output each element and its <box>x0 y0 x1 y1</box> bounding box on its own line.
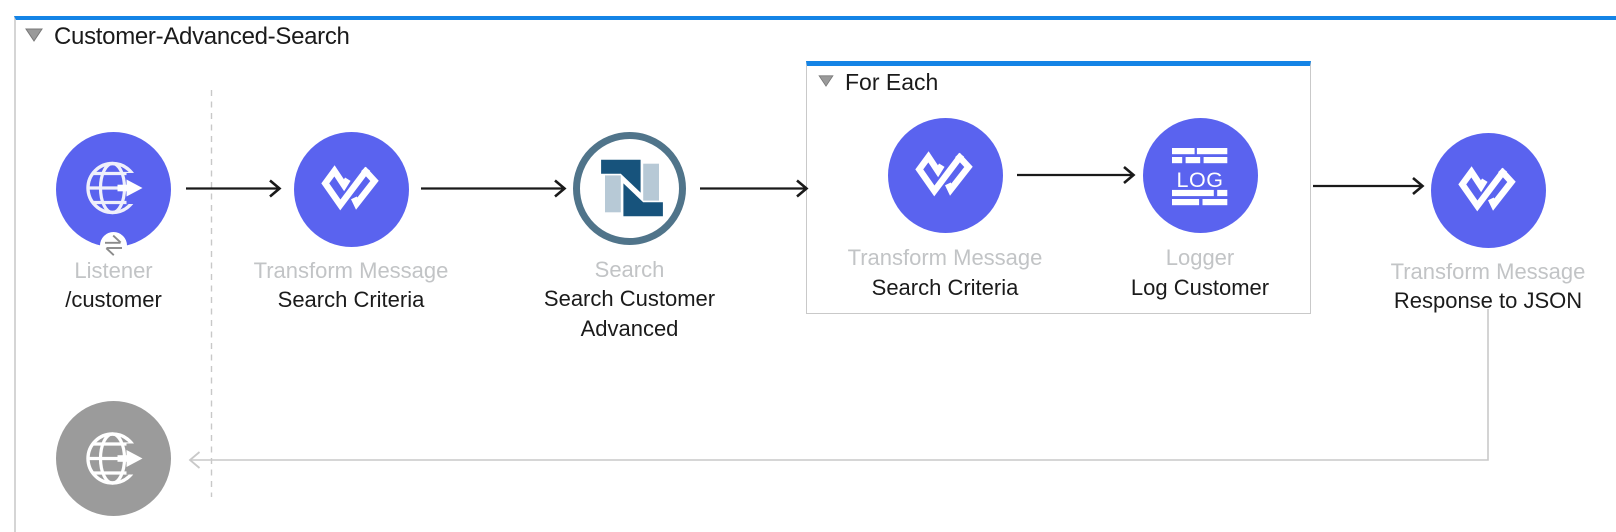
logger-log-text: LOG <box>1177 168 1224 192</box>
for-each-collapse-triangle-icon[interactable] <box>818 75 834 87</box>
exchange-arrows-icon <box>104 234 122 256</box>
node-name-label: Search Customer Advanced <box>543 286 716 341</box>
node-type-label: Transform Message <box>253 257 449 283</box>
netsuite-search-circle[interactable] <box>573 131 686 245</box>
transform-message-circle[interactable] <box>1430 132 1546 248</box>
flow-container[interactable] <box>14 16 1616 532</box>
listener-exchange-badge <box>99 231 127 259</box>
node-type-label: Logger <box>1165 245 1235 270</box>
collapse-triangle-icon[interactable] <box>25 28 43 42</box>
node-type-label: Search <box>594 256 665 282</box>
transform-message-circle[interactable] <box>887 117 1003 233</box>
node-labels: Search Search Customer Advanced <box>490 255 770 344</box>
logger-circle[interactable]: LOG <box>1142 117 1258 233</box>
flow-title: Customer-Advanced-Search <box>54 23 350 50</box>
node-labels: Transform Message Response to JSON <box>1348 257 1616 316</box>
logger-log-icon: LOG <box>1172 147 1228 205</box>
node-name-label: Search Criteria <box>871 274 1019 300</box>
netsuite-icon <box>600 159 663 217</box>
dataweave-icon <box>1457 165 1516 211</box>
http-listener-circle[interactable] <box>56 131 171 259</box>
node-type-label: Transform Message <box>1390 258 1586 284</box>
node-labels: Listener /customer <box>0 256 254 315</box>
node-name-label: Response to JSON <box>1393 288 1583 313</box>
http-listener-globe-icon <box>86 161 147 214</box>
node-type-label: Listener <box>74 257 153 283</box>
dataweave-icon <box>320 164 379 210</box>
node-labels: Transform Message Search Criteria <box>805 243 1085 302</box>
dataweave-icon <box>914 150 973 196</box>
node-type-label: Transform Message <box>847 245 1043 270</box>
http-listener-globe-icon <box>86 431 147 485</box>
node-name-label: /customer <box>65 287 162 312</box>
node-name-label: Search Criteria <box>277 287 425 312</box>
node-labels: Transform Message Search Criteria <box>211 256 491 315</box>
node-labels: Logger Log Customer <box>1060 243 1340 302</box>
node-name-label: Log Customer <box>1130 274 1270 300</box>
http-listener-response-circle[interactable] <box>56 400 171 516</box>
transform-message-circle[interactable] <box>293 131 409 247</box>
for-each-title: For Each <box>845 69 939 95</box>
